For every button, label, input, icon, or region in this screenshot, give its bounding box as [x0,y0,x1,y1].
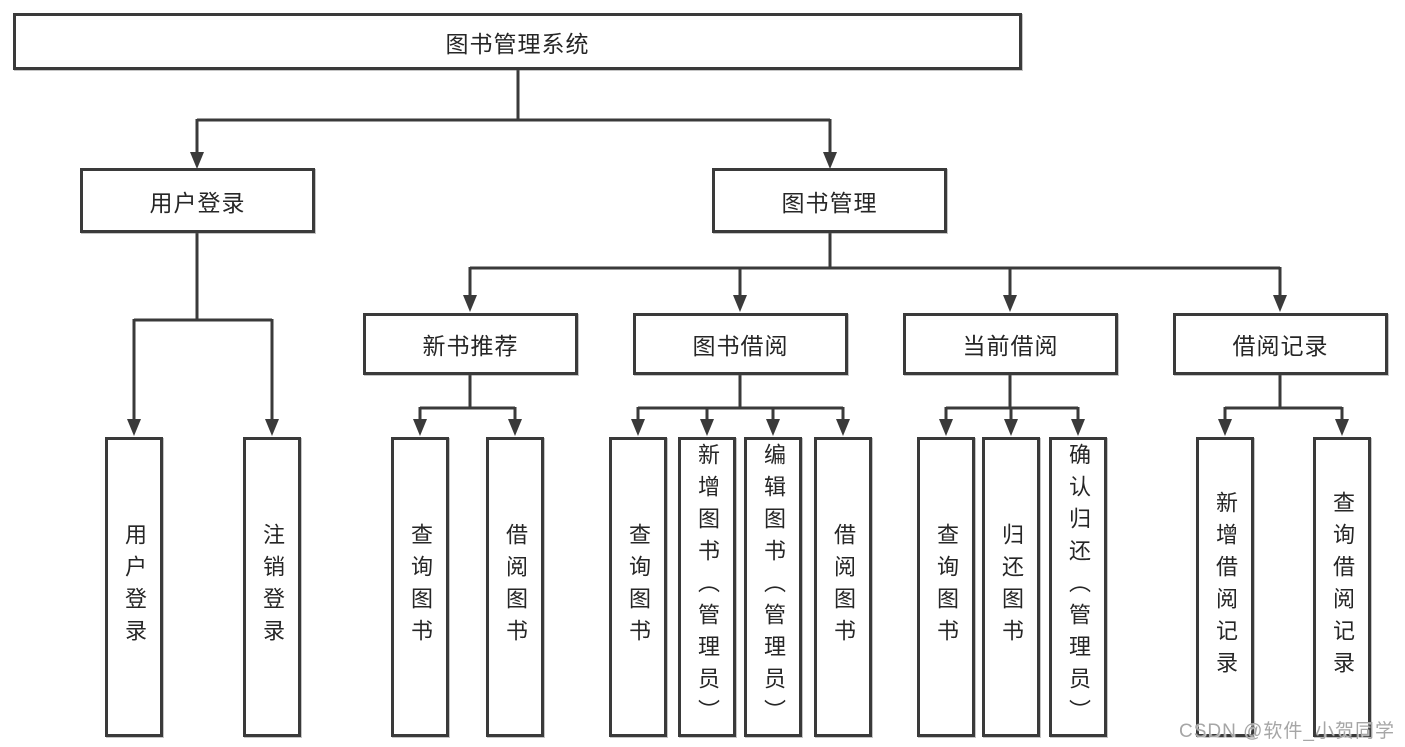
leaf-add-books-admin-label: 新增图书（管理员） [695,443,720,731]
node-new-book-recommend-label: 新书推荐 [422,333,519,359]
leaf-query-borrow-record: 查询借阅记录 [1313,437,1371,737]
node-current-borrow-label: 当前借阅 [962,333,1059,359]
leaf-borrow-books-1-label: 借阅图书 [503,523,528,651]
node-borrow-record-label: 借阅记录 [1232,333,1329,359]
leaf-query-books-1: 查询图书 [391,437,449,737]
leaf-query-books-3: 查询图书 [917,437,975,737]
node-book-borrow-label: 图书借阅 [692,333,789,359]
leaf-edit-books-admin-label: 编辑图书（管理员） [761,443,786,731]
leaf-confirm-return-admin: 确认归还（管理员） [1049,437,1107,737]
node-new-book-recommend: 新书推荐 [363,313,578,375]
node-root-label: 图书管理系统 [445,30,590,57]
node-root: 图书管理系统 [13,13,1022,70]
node-current-borrow: 当前借阅 [903,313,1118,375]
leaf-edit-books-admin: 编辑图书（管理员） [744,437,802,737]
leaf-borrow-books-1: 借阅图书 [486,437,544,737]
node-book-borrow: 图书借阅 [633,313,848,375]
leaf-borrow-books-2-label: 借阅图书 [831,523,856,651]
leaf-logout-label: 注销登录 [260,523,285,651]
leaf-return-books: 归还图书 [982,437,1040,737]
leaf-query-books-2-label: 查询图书 [626,523,651,651]
node-borrow-record: 借阅记录 [1173,313,1388,375]
node-user-login: 用户登录 [80,168,315,233]
node-user-login-label: 用户登录 [149,189,246,216]
leaf-return-books-label: 归还图书 [999,523,1024,651]
arrowheads [127,152,1349,436]
leaf-borrow-books-2: 借阅图书 [814,437,872,737]
node-book-management: 图书管理 [712,168,947,233]
leaf-query-books-3-label: 查询图书 [934,523,959,651]
leaf-add-borrow-record-label: 新增借阅记录 [1213,491,1238,683]
leaf-add-borrow-record: 新增借阅记录 [1196,437,1254,737]
leaf-user-login: 用户登录 [105,437,163,737]
leaf-add-books-admin: 新增图书（管理员） [678,437,736,737]
leaf-confirm-return-admin-label: 确认归还（管理员） [1066,443,1091,731]
leaf-query-books-1-label: 查询图书 [408,523,433,651]
leaf-query-borrow-record-label: 查询借阅记录 [1330,491,1355,683]
csdn-watermark: CSDN @软件_小贺同学 [1179,721,1395,742]
node-book-management-label: 图书管理 [781,189,878,216]
leaf-query-books-2: 查询图书 [609,437,667,737]
leaf-user-login-label: 用户登录 [122,523,147,651]
leaf-logout: 注销登录 [243,437,301,737]
